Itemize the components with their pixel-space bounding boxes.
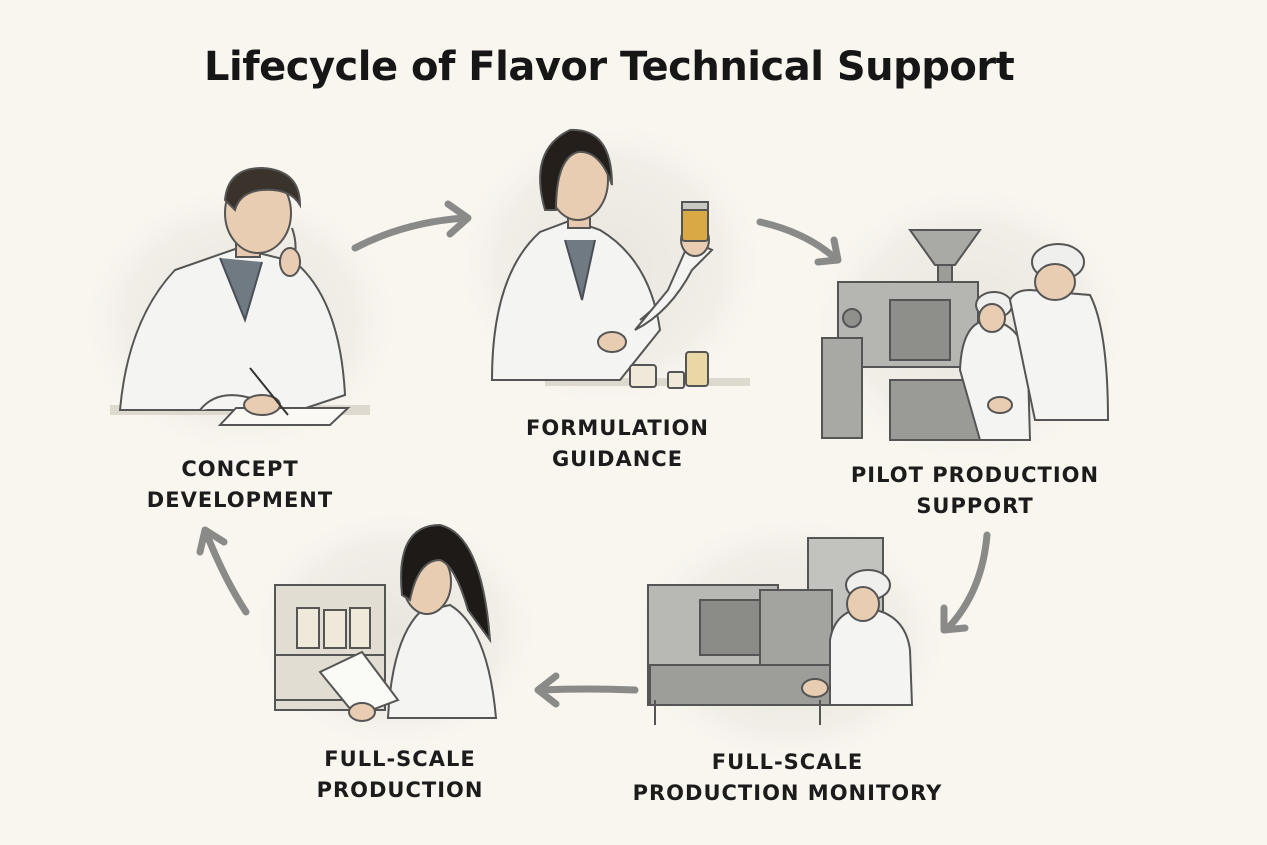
- stage-label-pilot-line2: SUPPORT: [916, 494, 1034, 518]
- scientist-writing-illustration: [110, 166, 370, 426]
- arrowhead-3: [940, 604, 969, 634]
- arrow-formulation-to-pilot: [756, 218, 839, 262]
- arrow-concept-to-formulation: [351, 214, 469, 252]
- stage-label-monitor-line2: PRODUCTION MONITORY: [632, 781, 943, 805]
- stage-label-formulation-line1: FORMULATION: [526, 416, 709, 440]
- scientist-clipboard-illustration: [274, 523, 498, 722]
- arrowhead-1: [444, 200, 472, 238]
- stage-label-formulation-line2: GUIDANCE: [551, 447, 684, 471]
- arrowhead-4: [534, 672, 560, 708]
- stage-label-pilot-line1: PILOT PRODUCTION: [850, 463, 1100, 487]
- stage-label-concept-line1: CONCEPT: [181, 457, 299, 481]
- arrow-fullscale-to-concept: [203, 531, 250, 616]
- stage-label-concept: CONCEPT DEVELOPMENT: [140, 454, 340, 516]
- stage-label-fullscale-line1: FULL-SCALE: [324, 747, 476, 771]
- stage-label-fullscale: FULL-SCALE PRODUCTION: [300, 744, 500, 806]
- stage-label-monitor: FULL-SCALE PRODUCTION MONITORY: [630, 747, 945, 809]
- production-machine-illustration: [647, 537, 914, 725]
- arrow-pilot-to-monitor: [944, 531, 991, 632]
- arrow-monitor-to-fullscale: [536, 685, 639, 694]
- stage-label-formulation: FORMULATION GUIDANCE: [515, 413, 720, 475]
- stage-label-monitor-line1: FULL-SCALE: [711, 750, 864, 774]
- stage-label-concept-line2: DEVELOPMENT: [146, 488, 334, 512]
- pilot-machine-illustration: [821, 229, 1110, 441]
- arrowhead-5: [196, 526, 228, 556]
- scientist-sample-illustration: [490, 128, 750, 389]
- diagram-title: Lifecycle of Flavor Technical Support: [204, 44, 1015, 90]
- arrowhead-2: [814, 236, 842, 266]
- stage-label-pilot: PILOT PRODUCTION SUPPORT: [840, 460, 1110, 522]
- stage-label-fullscale-line2: PRODUCTION: [316, 778, 484, 802]
